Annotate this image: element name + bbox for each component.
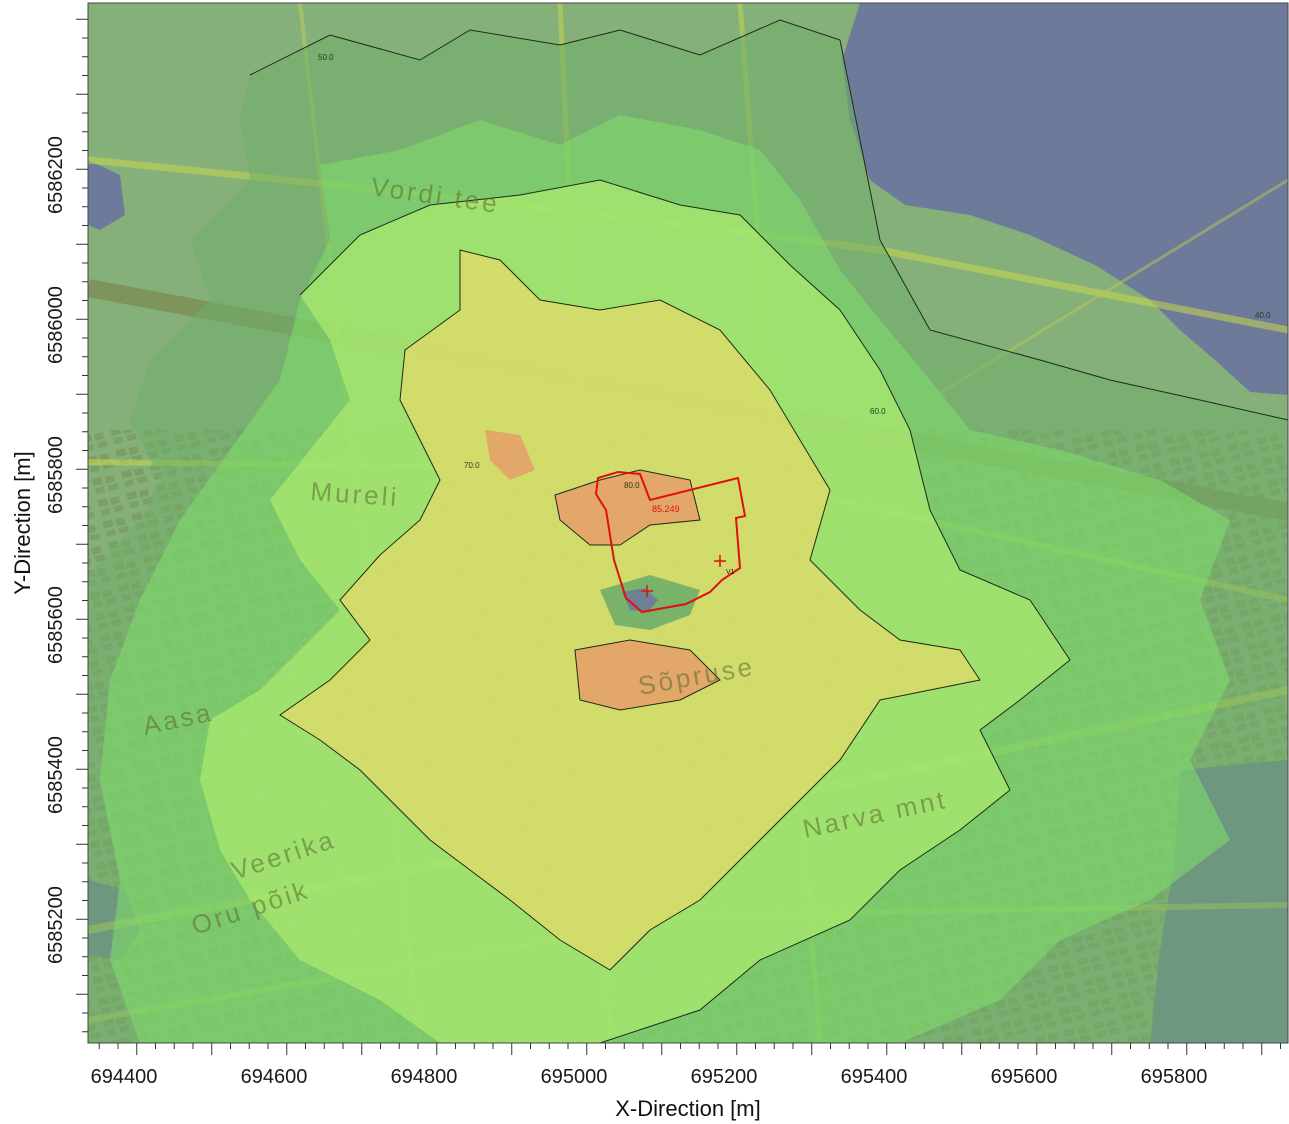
y-tick-label-6586200: 6586200	[45, 136, 67, 214]
x-axis-title: X-Direction [m]	[615, 1096, 760, 1121]
contour-band-80-north	[555, 470, 700, 545]
contour-band-80-west	[485, 430, 535, 480]
x-tick-label-695600: 695600	[991, 1066, 1058, 1088]
y-tick-label-6585200: 6585200	[45, 886, 67, 964]
y-tick-label-6586000: 6586000	[45, 286, 67, 364]
water-body-w	[88, 160, 125, 230]
contour-label-80: 80.0	[624, 481, 640, 490]
x-tick-label-694800: 694800	[391, 1066, 458, 1088]
peak-value-label: 85.249	[652, 504, 680, 514]
contour-line-80b	[574, 639, 721, 711]
source-marker-center	[641, 585, 653, 597]
x-tick-label-695200: 695200	[691, 1066, 758, 1088]
contour-line-50	[249, 19, 1288, 421]
map-area: 40.0 50.0 60.0 70.0 80.0 Vordi tee Murel…	[88, 3, 1288, 1043]
y-tick-label-6585400: 6585400	[45, 736, 67, 814]
x-axis-ticks	[98, 1043, 1281, 1055]
x-tick-label-695400: 695400	[841, 1066, 908, 1088]
x-axis-tick-labels: 694400 694600 694800 695000 695200 69540…	[91, 1066, 1208, 1088]
contour-label-50: 50.0	[318, 53, 334, 62]
x-tick-label-695800: 695800	[1141, 1066, 1208, 1088]
y-axis-tick-labels: 6585200 6585400 6585600 6585800 6586000 …	[45, 136, 67, 964]
plot-frame	[87, 2, 1289, 1044]
contour-line-60	[299, 179, 1071, 1043]
site-boundary	[594, 470, 747, 614]
contour-line-70	[279, 249, 981, 971]
y-tick-label-6585800: 6585800	[45, 436, 67, 514]
x-tick-label-694400: 694400	[91, 1066, 158, 1088]
svg-text:V1: V1	[726, 569, 735, 576]
water-body-ne	[842, 3, 1288, 395]
source-marker-v1: V1	[714, 555, 735, 576]
street-label-mureli: Mureli	[310, 476, 401, 512]
contour-label-70: 70.0	[464, 461, 480, 470]
contour-label-40: 40.0	[1255, 311, 1271, 320]
y-axis-ticks	[76, 18, 88, 1033]
contour-lines	[249, 19, 1288, 1043]
y-tick-label-6585600: 6585600	[45, 586, 67, 664]
x-tick-label-694600: 694600	[241, 1066, 308, 1088]
contour-line-80	[554, 469, 701, 546]
x-tick-label-695000: 695000	[541, 1066, 608, 1088]
contour-band-lowest-center	[622, 588, 658, 612]
contour-band-80-south	[575, 640, 720, 710]
y-axis-title: Y-Direction [m]	[10, 451, 35, 594]
contour-label-60: 60.0	[870, 407, 886, 416]
